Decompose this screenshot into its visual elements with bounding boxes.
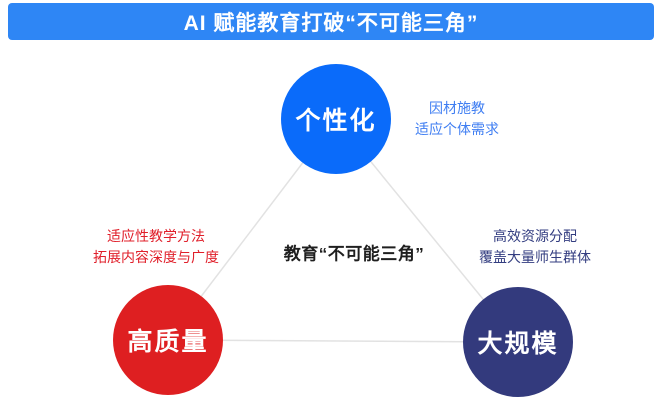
- annotation-quality: 适应性教学方法 拓展内容深度与广度: [93, 226, 219, 268]
- annotation-line: 拓展内容深度与广度: [93, 249, 219, 265]
- page-title: AI 赋能教育打破“不可能三角”: [183, 11, 479, 35]
- node-personalization-label: 个性化: [295, 107, 377, 135]
- node-quality: 高质量: [113, 285, 223, 395]
- annotation-line: 适应性教学方法: [107, 228, 205, 244]
- annotation-line: 因材施教: [429, 100, 485, 116]
- annotation-personalization: 因材施教 适应个体需求: [415, 98, 499, 140]
- annotation-scale: 高效资源分配 覆盖大量师生群体: [479, 226, 591, 268]
- node-personalization: 个性化: [281, 64, 391, 174]
- triangle-center-label: 教育“不可能三角”: [283, 244, 425, 264]
- node-scale: 大规模: [463, 287, 573, 397]
- node-quality-label: 高质量: [127, 328, 209, 356]
- node-scale-label: 大规模: [477, 330, 559, 358]
- annotation-line: 覆盖大量师生群体: [479, 249, 591, 265]
- annotation-line: 高效资源分配: [493, 228, 577, 244]
- triangle-edge-bottom: [167, 339, 519, 343]
- title-banner: AI 赋能教育打破“不可能三角”: [8, 3, 654, 40]
- annotation-line: 适应个体需求: [415, 121, 499, 137]
